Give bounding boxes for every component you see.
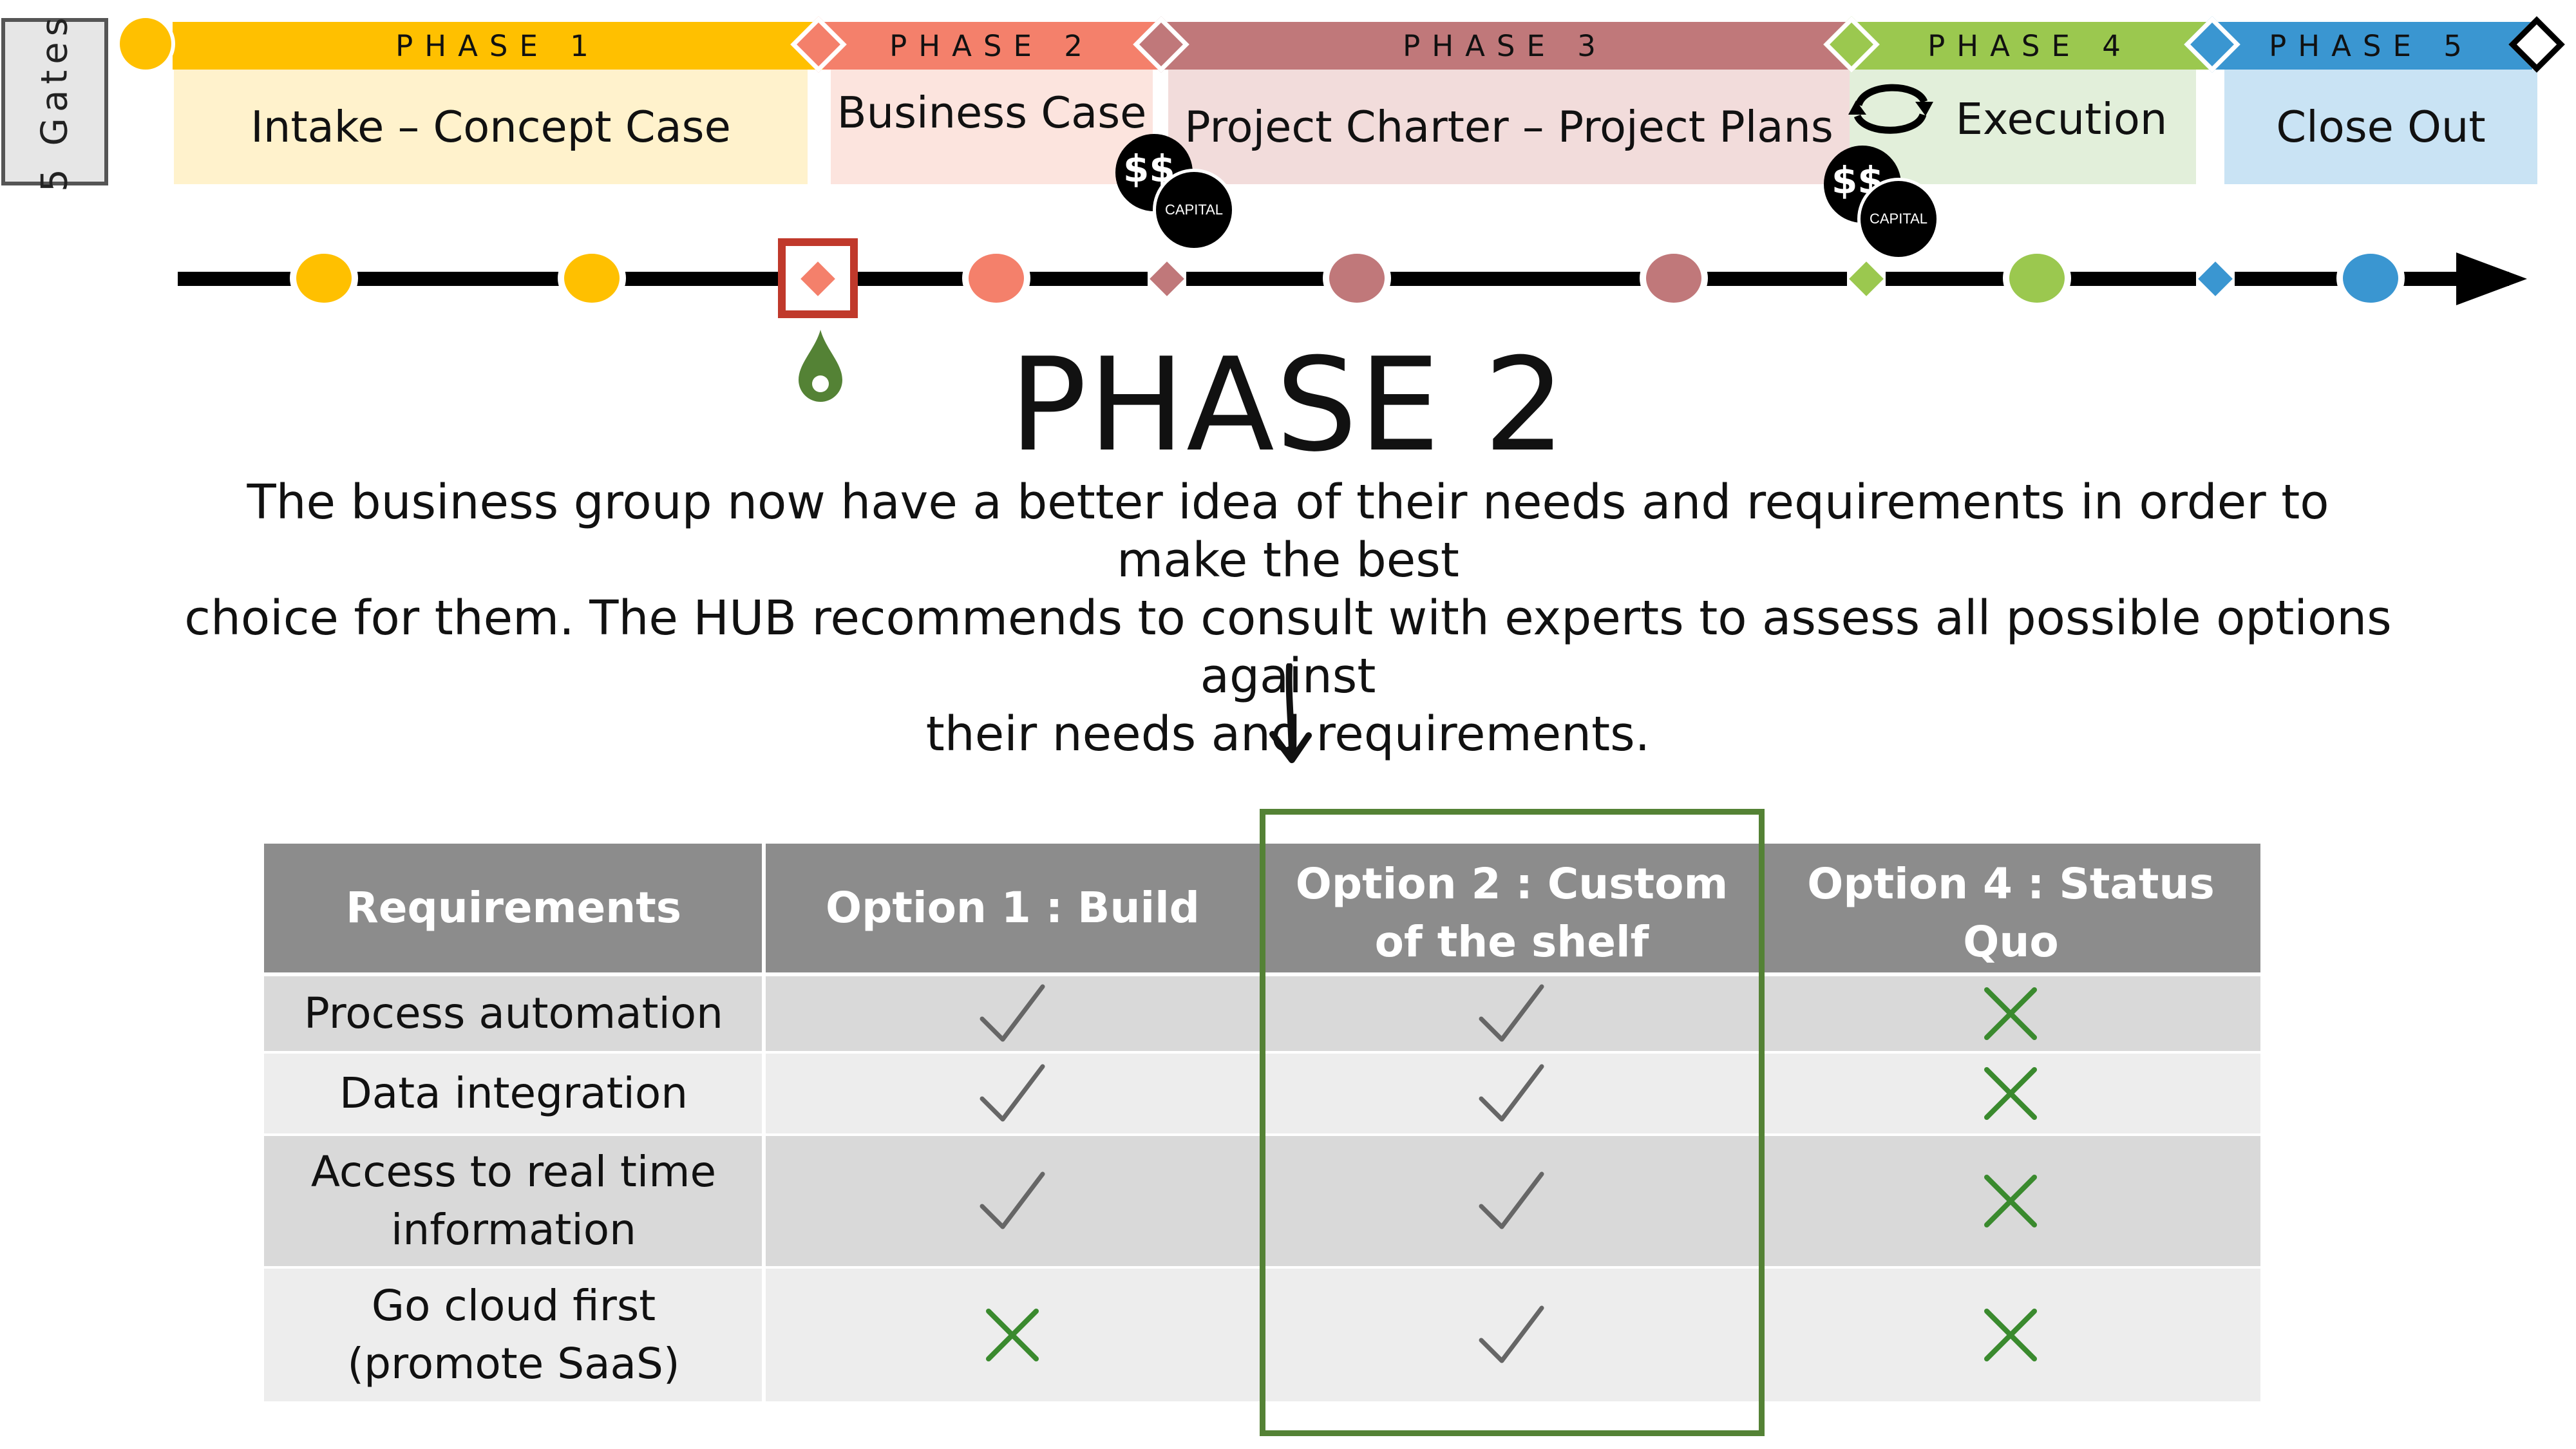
- header-option-build: Option 1 : Build: [763, 844, 1262, 972]
- timeline-dot-phase-5: [2336, 247, 2405, 309]
- phase-3-band: PHASE 3: [1160, 22, 1850, 70]
- timeline-arrowhead-icon: [2456, 252, 2527, 305]
- timeline-dot-phase-4: [2003, 247, 2071, 309]
- phase-1-band: PHASE 1: [173, 22, 823, 70]
- location-pin-icon: [797, 330, 844, 408]
- checkmark-icon: [1476, 1303, 1547, 1370]
- page-title: PHASE 2: [1009, 330, 1567, 480]
- checkmark-icon: [977, 981, 1048, 1048]
- phase-4-band-label: PHASE 4: [1927, 29, 2132, 63]
- header-option-status-quo: Option 4 : Status Quo: [1761, 844, 2260, 972]
- x-mark-icon: [983, 1306, 1041, 1367]
- x-mark-icon: [1982, 1172, 2040, 1233]
- gates-label: 5 Gates: [33, 12, 76, 192]
- start-gate-circle: [116, 14, 175, 73]
- x-mark-icon: [1982, 1065, 2040, 1125]
- phase-3-panel: Project Charter – Project Plans: [1168, 70, 1850, 184]
- phase-5-band: PHASE 5: [2210, 22, 2532, 70]
- phase-3-band-label: PHASE 3: [1403, 29, 1607, 63]
- timeline-dot-phase-1b: [558, 247, 626, 309]
- phase-2-name: Business Case: [837, 88, 1147, 138]
- capital-coin-icon: CAPITAL: [1857, 178, 1940, 260]
- cycle-arrows-icon: [1846, 76, 1936, 143]
- phase-1-name: Intake – Concept Case: [251, 102, 731, 152]
- coin-1-label: CAPITAL: [1164, 202, 1224, 218]
- checkmark-icon: [1476, 1169, 1547, 1236]
- description-line-1: The business group now have a better ide…: [247, 475, 2329, 588]
- recommended-option-frame: [1260, 809, 1765, 1436]
- timeline-dot-phase-3a: [1323, 247, 1391, 309]
- phase-5-panel: Close Out: [2224, 70, 2537, 184]
- x-mark-icon: [1982, 1306, 2040, 1367]
- phase-1-panel: Intake – Concept Case: [174, 70, 808, 184]
- header-option-cots: Option 2 : Custom of the shelf (COTS): [1262, 844, 1761, 1025]
- requirement-cell: Access to real time information: [310, 1147, 717, 1255]
- phase-4-band: PHASE 4: [1850, 22, 2210, 70]
- phase-2-band-label: PHASE 2: [889, 29, 1094, 63]
- phase-3-name: Project Charter – Project Plans: [1184, 102, 1833, 152]
- timeline-dot-phase-2: [962, 247, 1030, 309]
- description: The business group now have a better ide…: [180, 473, 2396, 763]
- phase-5-name: Close Out: [2276, 102, 2486, 152]
- requirement-cell: Process automation: [303, 989, 724, 1038]
- checkmark-icon: [1476, 1061, 1547, 1128]
- capital-coin-icon: CAPITAL: [1153, 169, 1235, 251]
- phase-1-band-label: PHASE 1: [395, 29, 600, 63]
- phase-5-band-label: PHASE 5: [2269, 29, 2474, 63]
- phase-4-name: Execution: [1955, 94, 2168, 144]
- header-requirements: Requirements: [264, 844, 763, 972]
- coin-2-label: CAPITAL: [1869, 211, 1928, 227]
- gates-label-box: 5 Gates: [1, 12, 108, 192]
- column-divider: [762, 844, 766, 1401]
- checkmark-icon: [977, 1061, 1048, 1128]
- timeline-dot-phase-3b: [1640, 247, 1708, 309]
- description-line-2: choice for them. The HUB recommends to c…: [184, 591, 2392, 704]
- checkmark-icon: [977, 1169, 1048, 1236]
- phase-2-band: PHASE 2: [823, 22, 1160, 70]
- timeline-dot-phase-1a: [290, 247, 358, 309]
- requirement-cell: Go cloud first (promote SaaS): [347, 1281, 680, 1388]
- x-mark-icon: [1982, 985, 2040, 1045]
- checkmark-icon: [1476, 981, 1547, 1048]
- down-arrow-icon: [1266, 663, 1318, 769]
- requirement-cell: Data integration: [339, 1068, 688, 1118]
- phase-2-panel: Business Case: [831, 70, 1153, 184]
